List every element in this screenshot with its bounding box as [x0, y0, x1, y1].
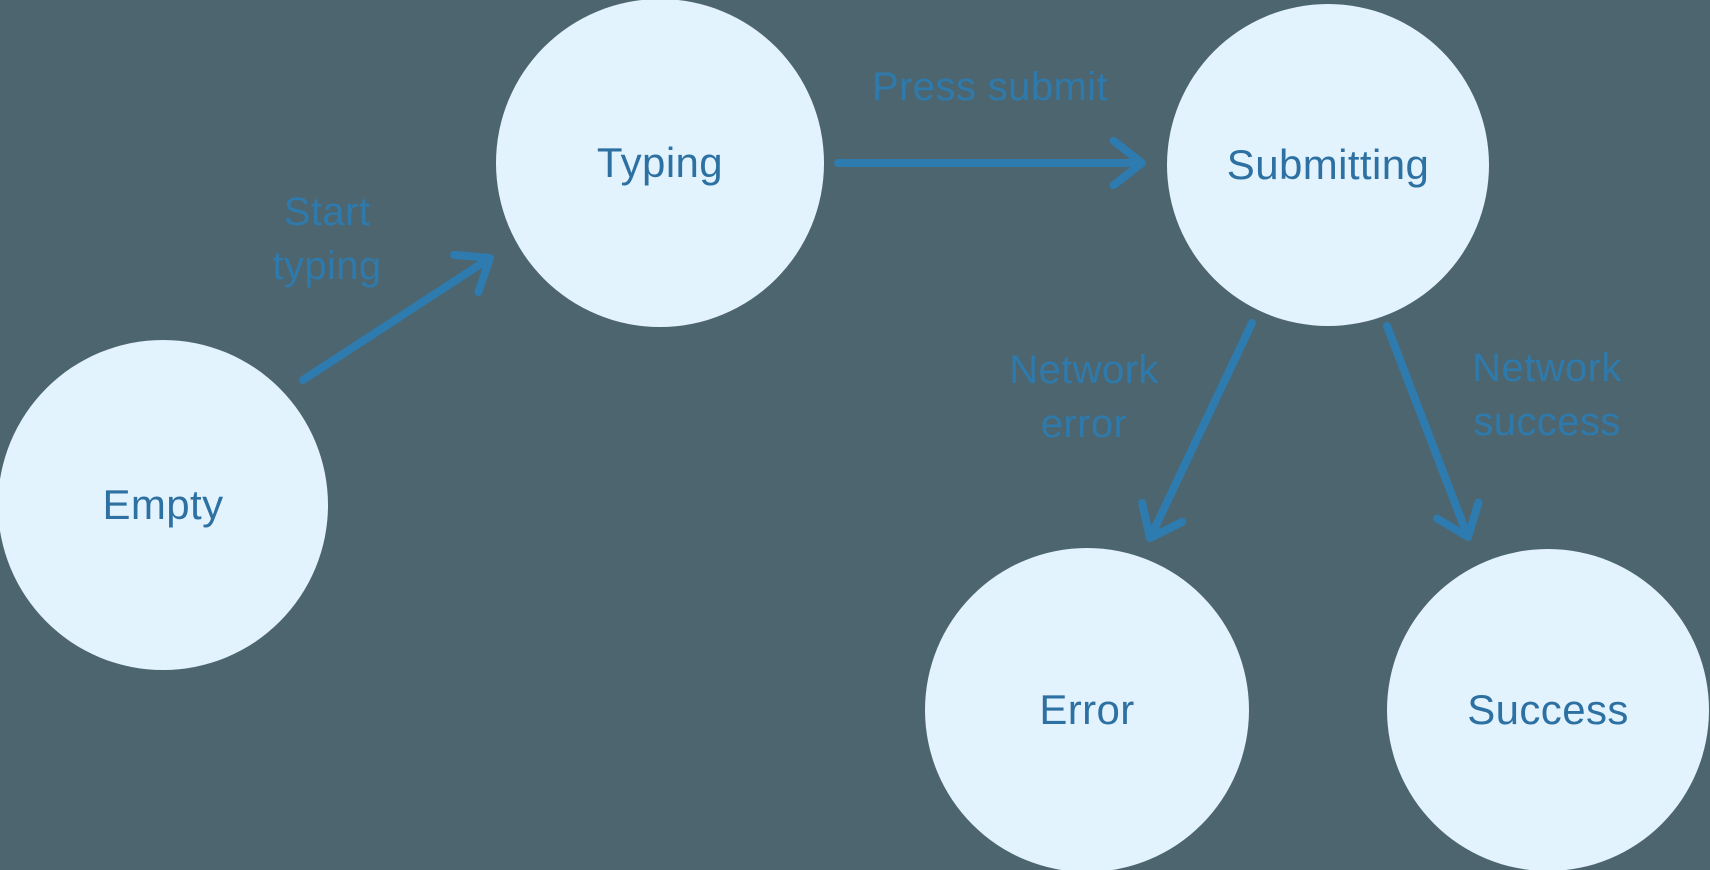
edge-label-line: error: [1040, 402, 1128, 446]
transition-arrow-network-success: [1383, 322, 1483, 541]
transition-arrow-press-submit: [834, 136, 1146, 190]
edge-label-line: Start: [283, 190, 371, 234]
state-node-empty: Empty: [0, 340, 328, 670]
state-node-success: Success: [1387, 549, 1709, 870]
edge-label-start-typing: Start typing: [272, 185, 381, 293]
edge-label-line: Network: [1472, 346, 1622, 390]
state-node-label-empty: Empty: [102, 481, 224, 528]
edge-label-line: Press submit: [872, 65, 1108, 109]
edge-label-network-error: Network error: [1009, 343, 1159, 451]
edge-label-line: typing: [272, 244, 382, 288]
state-node-label-error: Error: [1039, 686, 1135, 733]
state-node-label-typing: Typing: [596, 139, 724, 186]
state-node-error: Error: [925, 548, 1249, 870]
edge-label-network-success: Network success: [1472, 341, 1622, 449]
state-node-label-submitting: Submitting: [1226, 141, 1430, 188]
edge-label-line: success: [1473, 400, 1621, 444]
state-node-typing: Typing: [496, 0, 824, 327]
transition-arrow-network-error: [1138, 319, 1256, 542]
state-node-label-success: Success: [1467, 686, 1629, 733]
transition-arrow-start-typing: [299, 250, 494, 384]
edge-label-line: Network: [1009, 348, 1159, 392]
edge-label-press-submit: Press submit: [872, 60, 1108, 114]
state-node-submitting: Submitting: [1167, 4, 1489, 326]
